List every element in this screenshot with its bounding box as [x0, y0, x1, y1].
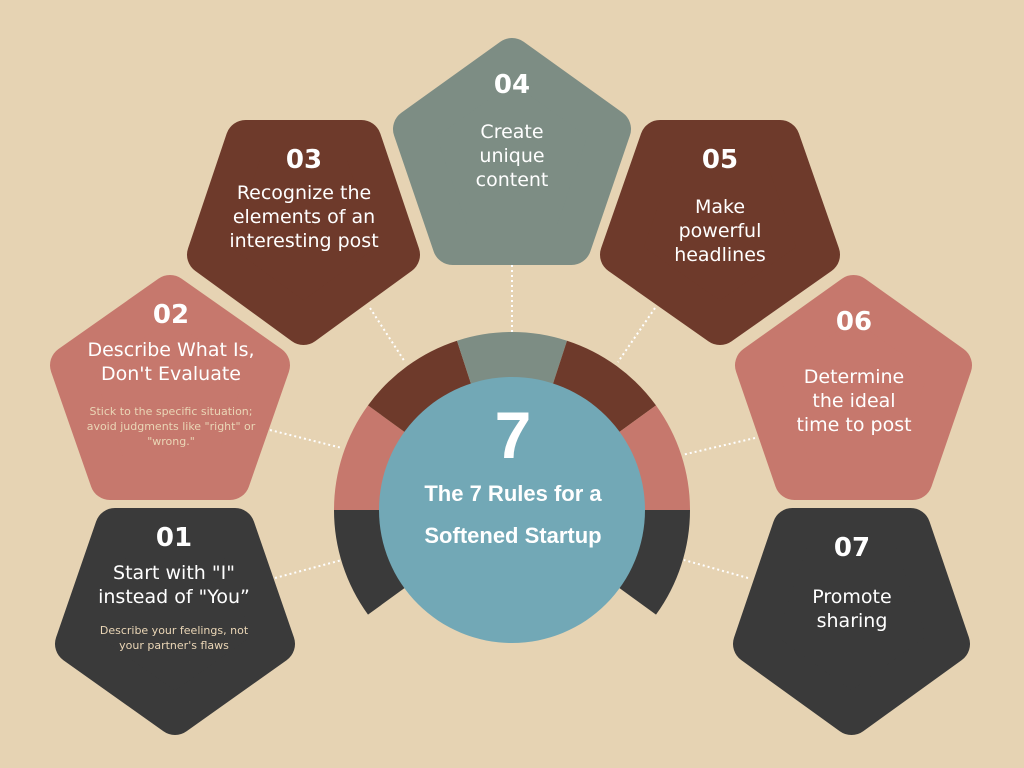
rule-card-07: 07 Promote sharing — [733, 533, 971, 633]
pentagon-04 — [393, 38, 631, 265]
rule-number: 02 — [152, 300, 190, 330]
pentagon-05 — [600, 120, 840, 345]
rule-title: Describe What Is, Don't Evaluate — [87, 339, 255, 385]
rule-card-02: 02 Describe What Is, Don't Evaluate Stic… — [52, 300, 290, 449]
ring-segment-3 — [367, 340, 475, 440]
rule-card-03: 03 Recognize the elements of an interest… — [190, 145, 418, 253]
rule-title: Recognize the elements of an interesting… — [229, 182, 379, 252]
rule-title: Make powerful headlines — [674, 196, 766, 266]
pentagon-07 — [733, 508, 970, 735]
connector-lines — [269, 265, 756, 579]
center-title: 7 The 7 Rules for a Softened Startup — [380, 378, 646, 644]
pentagon-02 — [50, 275, 290, 500]
segment-ring — [334, 332, 690, 615]
center-circle — [379, 377, 645, 643]
center-title-line1: The 7 Rules for a — [424, 481, 602, 506]
rule-title: Create unique content — [475, 121, 549, 191]
rule-number: 06 — [835, 307, 873, 337]
rule-card-05: 05 Make powerful headlines — [606, 145, 834, 267]
rule-number: 04 — [493, 70, 531, 100]
rule-title: Start with "I" instead of "You” — [98, 562, 250, 608]
rule-title: Determine the ideal time to post — [796, 366, 912, 436]
pentagon-03 — [187, 120, 420, 345]
rule-number: 01 — [155, 523, 193, 553]
center-title-line2: Softened Startup — [424, 523, 602, 548]
pentagon-06 — [735, 275, 972, 500]
rule-card-04: 04 Create unique content — [393, 70, 631, 192]
rule-number: 05 — [701, 145, 739, 175]
rule-number: 03 — [285, 145, 323, 175]
pentagon-01 — [55, 508, 295, 735]
rule-subtitle: Describe your feelings, not your partner… — [99, 624, 249, 652]
rule-subtitle: Stick to the specific situation; avoid j… — [86, 405, 256, 448]
rule-title: Promote sharing — [812, 586, 892, 632]
rule-number: 07 — [833, 533, 871, 563]
ring-segment-5 — [549, 340, 657, 440]
rule-card-06: 06 Determine the ideal time to post — [735, 307, 973, 437]
rule-card-01: 01 Start with "I" instead of "You” Descr… — [55, 523, 293, 653]
center-number: 7 — [494, 398, 532, 472]
